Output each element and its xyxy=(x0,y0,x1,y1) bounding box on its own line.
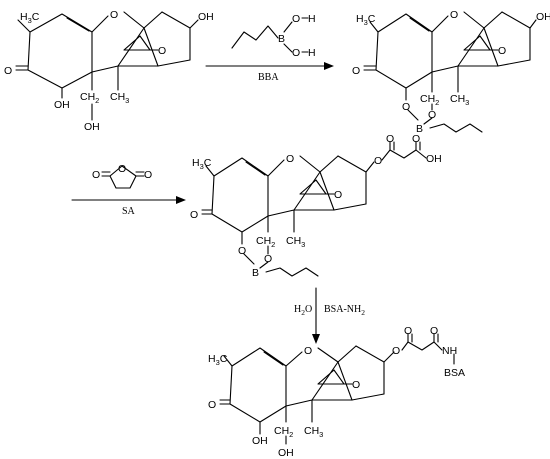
hydroxyl-label: OH xyxy=(278,447,294,459)
anhydride-oxygen: O xyxy=(118,163,126,175)
bsa-label: BSA xyxy=(444,367,465,379)
ring-a-bonds xyxy=(27,13,93,89)
arrow-label-bsa-nh2: BSA-NH2 xyxy=(324,304,365,317)
ketone-oxygen: O xyxy=(190,209,198,221)
hydrogen-label: H xyxy=(308,47,316,59)
ch2-label: CH2 xyxy=(274,425,293,439)
ch2-label: CH2 xyxy=(256,235,275,249)
hydrogen-label: H xyxy=(308,13,316,25)
ketone-oxygen: O xyxy=(4,65,12,77)
carbonyl-oxygen: O xyxy=(92,169,100,181)
carbonyl-oxygen: O xyxy=(404,325,412,337)
oxygen-label: O xyxy=(292,13,300,25)
oxygen-label: O xyxy=(428,109,436,121)
boron-label: B xyxy=(252,267,259,279)
reagent-bba xyxy=(231,17,309,53)
methyl-label: H3C xyxy=(20,11,40,25)
hydroxyl-label: OH xyxy=(198,11,214,23)
hydroxyl-label: OH xyxy=(252,435,268,447)
epoxide-oxygen: O xyxy=(158,45,166,57)
methyl-label: H3C xyxy=(356,13,376,27)
hydroxyl-label: OH xyxy=(84,121,100,133)
molecule-conjugate xyxy=(219,333,455,445)
ch3-label: CH3 xyxy=(286,235,305,249)
ketone-oxygen: O xyxy=(208,399,216,411)
ring-oxygen: O xyxy=(286,153,294,165)
carbonyl-oxygen: O xyxy=(386,133,394,145)
ketone-oxygen: O xyxy=(352,65,360,77)
molecule-don xyxy=(15,11,199,121)
molecule-boronate xyxy=(363,11,537,133)
oxygen-label: O xyxy=(292,47,300,59)
ring-oxygen: O xyxy=(450,9,458,21)
arrow-label-bba: BBA xyxy=(258,72,279,83)
ring-oxygen: O xyxy=(304,345,312,357)
arrow-label-water: H2O xyxy=(294,304,312,317)
ch3-label: CH3 xyxy=(450,93,469,107)
carbonyl-oxygen: O xyxy=(430,325,438,337)
reaction-arrow-3 xyxy=(312,287,320,344)
boron-label: B xyxy=(278,33,285,45)
ring-oxygen: O xyxy=(110,9,118,21)
hydroxyl-label: OH xyxy=(426,153,442,165)
ch2-label: CH2 xyxy=(420,93,439,107)
oxygen-label: O xyxy=(238,245,246,257)
reaction-arrow-1 xyxy=(205,62,334,70)
oxygen-label: O xyxy=(402,101,410,113)
amide-nh-label: NH xyxy=(442,345,457,357)
hydroxyl-label: OH xyxy=(536,11,550,23)
hydroxyl-label: OH xyxy=(54,99,70,111)
arrow-label-sa: SA xyxy=(122,206,136,217)
boron-label: B xyxy=(416,123,423,135)
reaction-arrow-2 xyxy=(71,196,186,204)
epoxide-oxygen: O xyxy=(498,45,506,57)
carbonyl-oxygen: O xyxy=(412,133,420,145)
epoxide-oxygen: O xyxy=(334,189,342,201)
methyl-label: H3C xyxy=(192,157,212,171)
ch3-label: CH3 xyxy=(110,91,129,105)
ch2-label: CH2 xyxy=(80,91,99,105)
oxygen-label: O xyxy=(264,253,272,265)
ester-oxygen: O xyxy=(392,345,400,357)
carbonyl-oxygen: O xyxy=(144,169,152,181)
molecule-hemisuccinate xyxy=(201,141,427,277)
epoxide-oxygen: O xyxy=(352,379,360,391)
ester-oxygen: O xyxy=(374,155,382,167)
reagent-sa xyxy=(101,165,145,189)
ch3-label: CH3 xyxy=(304,425,323,439)
methyl-label: H3C xyxy=(208,353,228,367)
